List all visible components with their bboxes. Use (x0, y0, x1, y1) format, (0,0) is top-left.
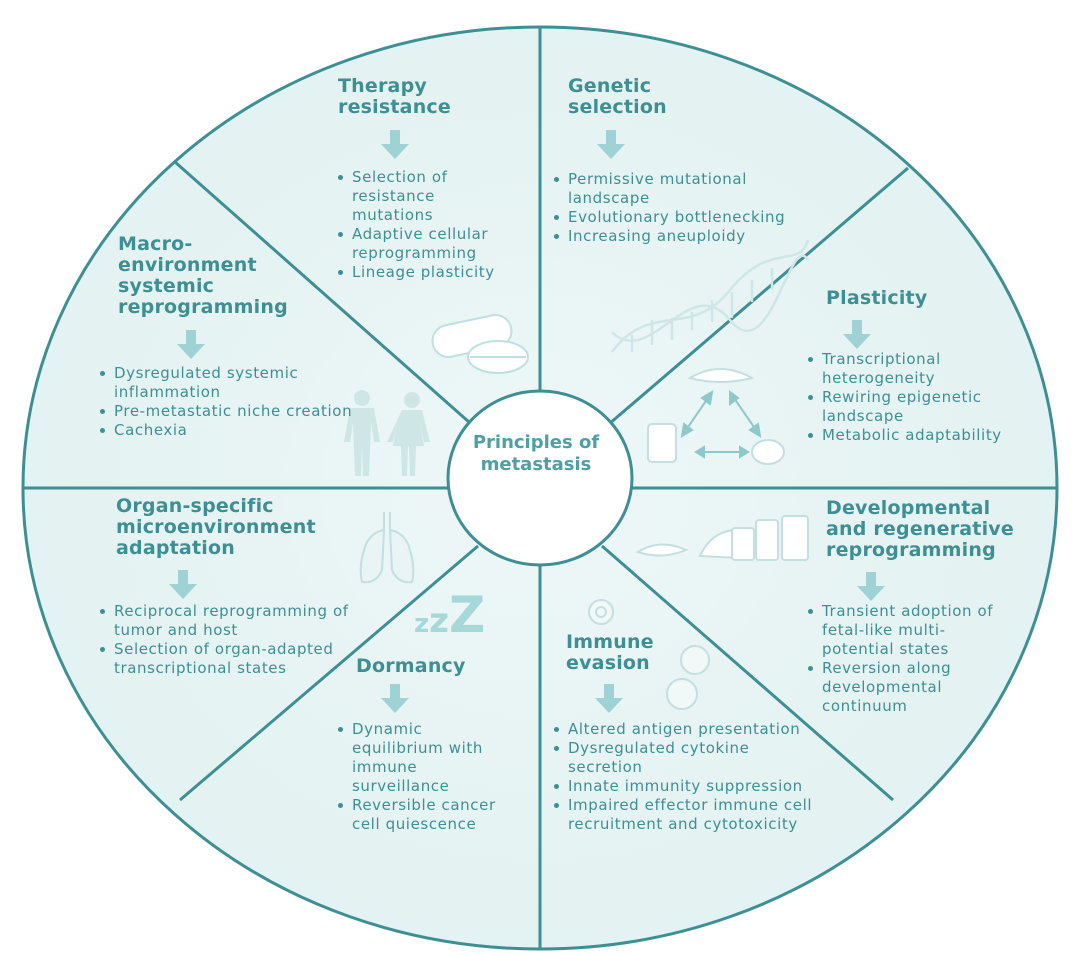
arrow-down-icon (857, 572, 885, 602)
immune-evasion-list: Altered antigen presentation Dysregulate… (552, 720, 822, 834)
spoke-lower-right (601, 544, 894, 802)
spoke-upper-left (174, 160, 479, 432)
spoke-lower-left (179, 544, 479, 802)
macroenvironment-list: Dysregulated systemic inflammation Pre-m… (98, 364, 358, 440)
lungs-icon (359, 512, 415, 584)
arrow-down-icon (595, 684, 623, 714)
list-item: Cachexia (98, 421, 358, 440)
center-circle (446, 389, 634, 567)
spoke-upper-right (601, 166, 909, 432)
arrow-down-icon (169, 570, 197, 600)
sector-title: Macro- environment systemic reprogrammin… (118, 233, 288, 318)
sleep-zzz-icon: zzZ (414, 586, 486, 644)
arrow-down-icon (597, 130, 625, 160)
sector-macroenvironment-reprogramming: Macro- environment systemic reprogrammin… (118, 234, 318, 318)
list-item: Dysregulated systemic inflammation (98, 364, 358, 402)
sector-title: Organ-specific microenvironment adaptati… (116, 495, 316, 559)
sector-developmental-reprogramming: Developmental and regenerative reprogram… (826, 498, 1056, 561)
developmental-list: Transient adoption of fetal-like multi-p… (806, 602, 1016, 716)
arrow-down-icon (843, 320, 871, 350)
sector-title: Plasticity (826, 287, 928, 309)
list-item: Evolutionary bottlenecking (552, 208, 787, 227)
cycle-arrows-icon (680, 390, 762, 459)
sector-title: Therapy resistance (338, 75, 451, 118)
list-item: Pre-metastatic niche creation (98, 402, 358, 421)
dormancy-list: Dynamic equilibrium with immune surveill… (336, 720, 506, 834)
human-body-icon (344, 390, 430, 476)
list-item: Transient adoption of fetal-like multi-p… (806, 602, 1016, 659)
arrow-down-icon (177, 330, 205, 360)
dna-helix-icon (610, 239, 810, 353)
list-item: Dynamic equilibrium with immune surveill… (336, 720, 506, 796)
center-label: Principles of metastasis (446, 432, 626, 476)
organ-specific-list: Reciprocal reprogramming of tumor and ho… (98, 602, 383, 678)
list-item: Reciprocal reprogramming of tumor and ho… (98, 602, 383, 640)
list-item: Transcriptional heterogeneity (806, 350, 1026, 388)
list-item: Innate immunity suppression (552, 777, 822, 796)
list-item: Dysregulated cytokine secretion (552, 739, 822, 777)
list-item: Lineage plasticity (336, 263, 514, 282)
sector-therapy-resistance: Therapy resistance (338, 76, 538, 118)
list-item: Reversible cancer cell quiescence (336, 796, 506, 834)
sector-title: Dormancy (356, 655, 466, 677)
sector-title: Genetic selection (568, 75, 667, 118)
sector-title: Developmental and regenerative reprogram… (826, 497, 1014, 561)
genetic-selection-list: Permissive mutational landscape Evolutio… (552, 170, 787, 246)
list-item: Reversion along developmental continuum (806, 659, 1016, 716)
sector-immune-evasion: Immune evasion (566, 632, 716, 674)
list-item: Permissive mutational landscape (552, 170, 787, 208)
sector-organ-specific-adaptation: Organ-specific microenvironment adaptati… (116, 496, 356, 559)
cell-state-cycle-icon (647, 368, 785, 465)
center-label-line1: Principles of (472, 432, 600, 453)
arrow-down-icon (381, 130, 409, 160)
sector-dormancy: Dormancy (356, 656, 506, 677)
therapy-resistance-list: Selection of resistance mutations Adapti… (336, 168, 514, 282)
sector-title: Immune evasion (566, 631, 654, 674)
pill-icon (431, 314, 529, 374)
list-item: Impaired effector immune cell recruitmen… (552, 796, 822, 834)
cell-differentiation-icon (635, 515, 809, 561)
list-item: Selection of resistance mutations (336, 168, 514, 225)
immune-cells-icon (588, 599, 710, 710)
plasticity-list: Transcriptional heterogeneity Rewiring e… (806, 350, 1026, 445)
center-label-line2: metastasis (480, 454, 592, 475)
sector-genetic-selection: Genetic selection (568, 76, 768, 118)
sector-plasticity: Plasticity (826, 288, 976, 309)
wheel-spokes (23, 27, 1057, 949)
list-item: Altered antigen presentation (552, 720, 822, 739)
list-item: Adaptive cellular reprogramming (336, 225, 514, 263)
list-item: Metabolic adaptability (806, 426, 1026, 445)
arrow-down-icon (381, 684, 409, 714)
list-item: Selection of organ-adapted transcription… (98, 640, 383, 678)
list-item: Rewiring epigenetic landscape (806, 388, 1026, 426)
list-item: Increasing aneuploidy (552, 227, 787, 246)
